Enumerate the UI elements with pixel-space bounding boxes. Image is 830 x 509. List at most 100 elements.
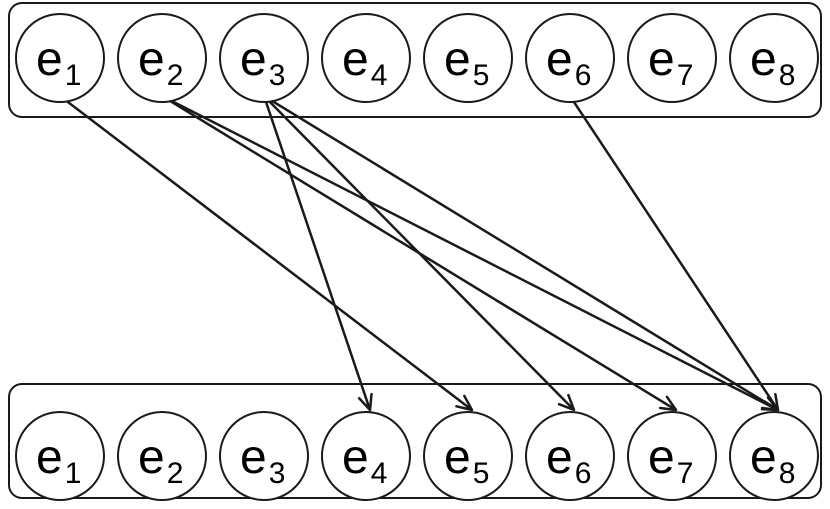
node-label-base: e	[240, 33, 267, 86]
top-node-label: e5	[444, 33, 489, 92]
top-node-circle	[627, 13, 717, 103]
node-label-base: e	[750, 431, 777, 484]
node-label-subscript: 5	[473, 457, 490, 490]
node-label-base: e	[546, 33, 573, 86]
node-label-base: e	[36, 33, 63, 86]
bottom-node-label: e5	[444, 431, 489, 490]
edge-t1-b5	[59, 95, 474, 412]
node-label-base: e	[342, 431, 369, 484]
node-label-base: e	[36, 431, 63, 484]
bottom-node-b2: e2	[117, 411, 207, 501]
top-node-t3: e3	[219, 13, 309, 103]
node-label-base: e	[138, 431, 165, 484]
top-node-t7: e7	[627, 13, 717, 103]
bottom-node-circle	[423, 411, 513, 501]
top-node-circle	[15, 13, 105, 103]
edges-layer	[59, 94, 780, 412]
bottom-node-b5: e5	[423, 411, 513, 501]
node-label-base: e	[138, 33, 165, 86]
bottom-node-circle	[729, 411, 819, 501]
bottom-node-label: e8	[750, 431, 795, 490]
edge-line	[263, 95, 575, 411]
bottom-node-b1: e1	[15, 411, 105, 501]
bottom-node-circle	[627, 411, 717, 501]
node-label-subscript: 2	[167, 457, 184, 490]
node-label-subscript: 5	[473, 59, 490, 92]
arrowhead-icon	[763, 392, 780, 412]
node-label-subscript: 2	[167, 59, 184, 92]
top-node-circle	[423, 13, 513, 103]
edge-t3-b4	[262, 95, 373, 412]
top-node-circle	[729, 13, 819, 103]
edge-line	[161, 94, 779, 412]
top-node-circle	[117, 13, 207, 103]
top-node-circle	[525, 13, 615, 103]
bottom-node-label: e4	[342, 431, 387, 490]
edge-t2-b8	[161, 94, 780, 412]
node-label-subscript: 4	[371, 457, 388, 490]
bottom-node-label: e3	[240, 431, 285, 490]
bottom-node-b6: e6	[525, 411, 615, 501]
edge-t6-b8	[568, 95, 780, 412]
top-node-label: e6	[546, 33, 591, 92]
arrowhead-icon	[357, 392, 373, 412]
bottom-node-label: e2	[138, 431, 183, 490]
bottom-node-b3: e3	[219, 411, 309, 501]
top-node-label: e1	[36, 33, 81, 92]
bottom-row-box	[8, 383, 822, 499]
node-label-subscript: 6	[575, 457, 592, 490]
bottom-node-circle	[15, 411, 105, 501]
top-node-t5: e5	[423, 13, 513, 103]
bottom-node-label: e7	[648, 431, 693, 490]
edge-line	[59, 95, 473, 411]
node-label-base: e	[444, 33, 471, 86]
top-node-t4: e4	[321, 13, 411, 103]
node-label-base: e	[240, 431, 267, 484]
bottom-node-label: e6	[546, 431, 591, 490]
node-label-base: e	[648, 33, 675, 86]
bottom-node-circle	[219, 411, 309, 501]
node-label-subscript: 6	[575, 59, 592, 92]
bottom-node-circle	[321, 411, 411, 501]
arrowhead-icon	[557, 393, 576, 412]
top-node-t6: e6	[525, 13, 615, 103]
node-label-base: e	[648, 431, 675, 484]
node-label-subscript: 8	[779, 457, 796, 490]
bottom-node-b8: e8	[729, 411, 819, 501]
node-label-subscript: 3	[269, 59, 286, 92]
top-node-t2: e2	[117, 13, 207, 103]
bottom-node-b4: e4	[321, 411, 411, 501]
top-node-label: e4	[342, 33, 387, 92]
node-label-subscript: 1	[65, 59, 82, 92]
top-node-label: e2	[138, 33, 183, 92]
top-node-t1: e1	[15, 13, 105, 103]
node-label-base: e	[750, 33, 777, 86]
node-label-base: e	[342, 33, 369, 86]
edge-line	[568, 95, 780, 411]
edge-line	[262, 95, 372, 411]
top-node-circle	[321, 13, 411, 103]
bottom-node-b7: e7	[627, 411, 717, 501]
top-node-label: e8	[750, 33, 795, 92]
bottom-node-circle	[117, 411, 207, 501]
node-label-subscript: 8	[779, 59, 796, 92]
node-label-subscript: 3	[269, 457, 286, 490]
arrowhead-icon	[455, 394, 474, 412]
top-row-box	[8, 2, 822, 118]
node-label-subscript: 7	[677, 457, 694, 490]
top-node-circle	[219, 13, 309, 103]
node-label-subscript: 7	[677, 59, 694, 92]
edge-t3-b8	[263, 94, 780, 412]
top-node-label: e3	[240, 33, 285, 92]
bottom-node-label: e1	[36, 431, 81, 490]
node-label-base: e	[444, 431, 471, 484]
bottom-node-circle	[525, 411, 615, 501]
edge-line	[263, 94, 779, 412]
edge-t3-b6	[263, 95, 576, 412]
node-label-subscript: 4	[371, 59, 388, 92]
arrowhead-icon	[658, 395, 678, 412]
node-label-base: e	[546, 431, 573, 484]
